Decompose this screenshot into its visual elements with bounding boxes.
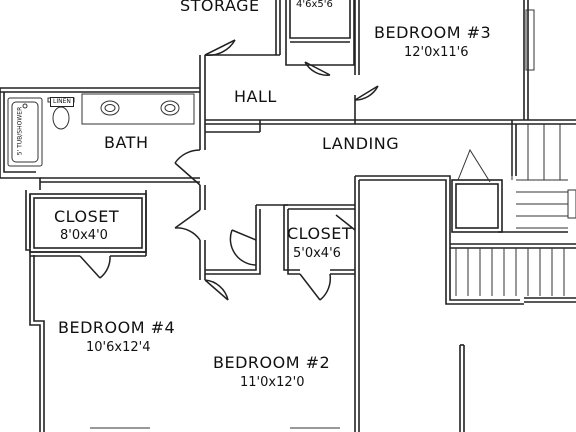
bedroom3-label: BEDROOM #3 [374,23,492,42]
bath-label: BATH [104,133,149,152]
bedroom2-walls [354,175,524,432]
tub-label: 5' TUB/SHOWER [16,106,24,156]
bedroom4-label: BEDROOM #4 [58,318,176,337]
doors [79,39,379,301]
bedroom4-size: 10'6x12'4 [86,340,151,355]
storage-label: STORAGE [180,0,260,15]
closet-left-walls [29,190,147,257]
storage-area [205,0,360,75]
closet-left-size: 8'0x4'0 [60,228,108,243]
closet-left-label: CLOSET [54,207,120,226]
staircase [450,124,576,303]
closet-mid-walls [205,204,355,275]
landing-label: LANDING [322,134,400,153]
hall-label: HALL [234,87,277,106]
linen-label: LINEN [50,97,74,107]
top-closet-size: 4'6x5'6 [296,0,333,10]
bedroom2-label: BEDROOM #2 [213,353,331,372]
closet-mid-label: CLOSET [287,224,353,243]
closet-mid-size: 5'0x4'6 [293,246,341,261]
bath-fixtures [7,93,195,167]
bedroom3-size: 12'0x11'6 [404,45,469,60]
bedroom2-size: 11'0x12'0 [240,375,305,390]
